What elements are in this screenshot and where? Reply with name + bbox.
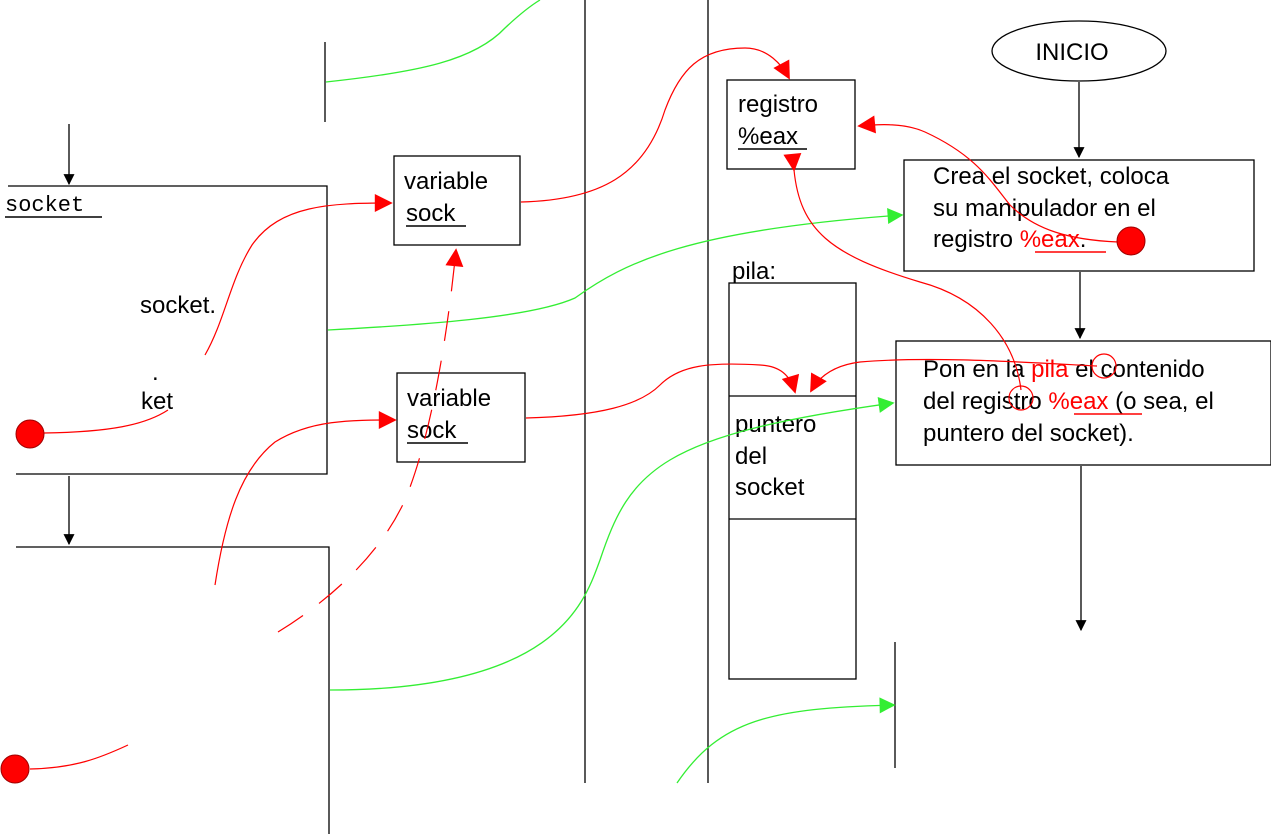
step1-box: Crea el socket, coloca su manipulador en… bbox=[903, 159, 1255, 272]
green-arrow-to-step1 bbox=[327, 208, 904, 331]
red-line-var-box-2-to-stack bbox=[525, 363, 800, 419]
red-arrow-to-register-box bbox=[857, 115, 1119, 243]
green-arrow-to-step2 bbox=[329, 397, 895, 691]
stray-dot: . bbox=[152, 359, 159, 386]
stack-cell-line1: puntero bbox=[735, 411, 816, 438]
stack-column: puntero del socket bbox=[728, 282, 857, 680]
variable-box-1-line1: variable bbox=[404, 168, 488, 195]
red-marker-step1 bbox=[1116, 226, 1146, 256]
register-box-line2: %eax bbox=[738, 123, 798, 150]
register-box-line1: registro bbox=[738, 91, 818, 118]
socket-fragment-text: ket bbox=[141, 388, 173, 415]
stack-cell-line3: socket bbox=[735, 474, 805, 501]
variable-box-2: variable sock bbox=[396, 372, 526, 463]
step1-line1: Crea el socket, coloca bbox=[933, 163, 1170, 190]
red-arrow-pila-to-stack bbox=[810, 358, 1098, 393]
red-dashed-arrow-to-var-box-1 bbox=[277, 248, 464, 633]
left-process-box-2 bbox=[16, 546, 330, 834]
green-curve-top bbox=[325, 0, 541, 83]
red-marker-left-top bbox=[15, 419, 45, 449]
red-curve-bottom-left bbox=[29, 744, 129, 770]
red-arrow-to-var-box-2 bbox=[214, 411, 397, 586]
step2-box: Pon en la pila el contenido del registro… bbox=[895, 340, 1271, 466]
variable-box-1-line2: sock bbox=[406, 200, 456, 227]
red-line-var-box-1-to-register bbox=[520, 47, 790, 203]
register-box: registro %eax bbox=[726, 79, 856, 170]
start-terminator: INICIO bbox=[991, 20, 1167, 82]
step2-line3: puntero del socket). bbox=[923, 420, 1134, 447]
variable-box-2-line1: variable bbox=[407, 385, 491, 412]
red-curve-from-left-marker bbox=[43, 409, 169, 434]
red-line-register-to-stack bbox=[783, 152, 1022, 391]
green-arrow-bottom bbox=[676, 697, 896, 784]
red-marker-left-bottom bbox=[0, 754, 30, 784]
red-ring-pila bbox=[1091, 353, 1117, 379]
step1-line2: su manipulador en el bbox=[933, 195, 1156, 222]
step2-line2: del registro %eax (o sea, el bbox=[923, 388, 1214, 415]
red-ring-eax bbox=[1008, 385, 1034, 411]
left-process-box-1 bbox=[8, 185, 328, 475]
socket-call-text: socket. bbox=[140, 292, 216, 319]
start-label: INICIO bbox=[1035, 39, 1108, 66]
variable-box-2-line2: sock bbox=[407, 417, 457, 444]
code-socket-label: socket bbox=[5, 193, 84, 218]
stack-label: pila: bbox=[732, 258, 776, 285]
variable-box-1: variable sock bbox=[393, 155, 521, 246]
stack-cell-line2: del bbox=[735, 443, 767, 470]
red-arrow-to-var-box-1 bbox=[204, 194, 393, 356]
step1-line3: registro %eax. bbox=[933, 226, 1086, 253]
